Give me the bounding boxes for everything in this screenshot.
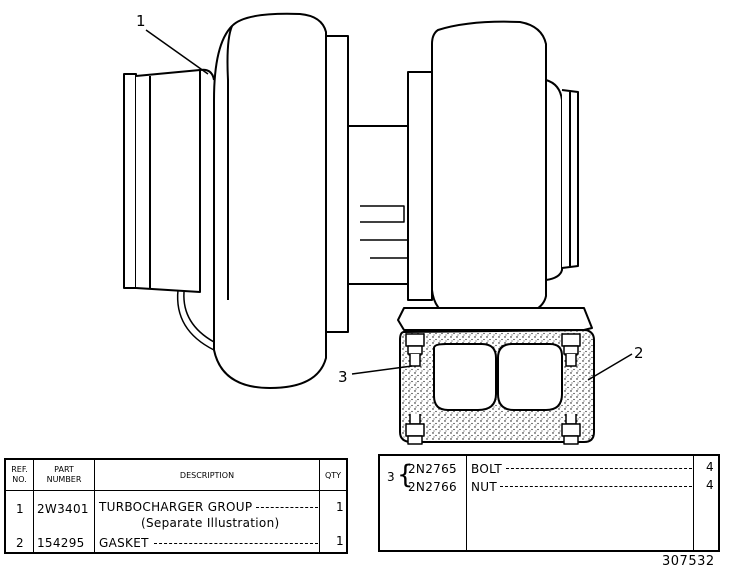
callout-1: 1	[136, 12, 146, 30]
compressor-housing	[176, 12, 327, 389]
header-description: DESCRIPTION	[179, 471, 235, 480]
header-ref-no: REF. NO.	[11, 465, 28, 484]
bolt-bottom-left	[405, 414, 425, 445]
exhaust-flange	[397, 307, 593, 331]
parts-table-right: 3 { 2N2765 BOLT 4 2N2766 NUT 4	[378, 454, 720, 552]
callout-3: 3	[338, 368, 348, 386]
nut-part: 2N2766	[408, 480, 457, 494]
center-flange	[325, 35, 349, 333]
bolt-top-left	[405, 333, 425, 367]
row-1-desc-note: (Separate Illustration)	[141, 516, 280, 530]
figure-number: 307532	[662, 554, 715, 569]
row-1-part: 2W3401	[37, 502, 89, 516]
header-qty: QTY	[324, 471, 342, 480]
group-brace: {	[397, 460, 414, 490]
row-1-desc: TURBOCHARGER GROUP	[99, 500, 253, 514]
compressor-inlet	[123, 69, 201, 293]
bolt-top-right	[561, 333, 581, 367]
callout-2: 2	[634, 344, 644, 362]
leader-3	[351, 365, 413, 375]
bolt-desc: BOLT	[471, 462, 503, 476]
header-part-number: PART NUMBER	[46, 465, 82, 484]
group-ref: 3	[387, 470, 395, 484]
bolt-part: 2N2765	[408, 462, 457, 476]
parts-table-left: REF. NO. PART NUMBER DESCRIPTION QTY 1 2…	[4, 458, 348, 554]
row-1-qty: 1	[336, 500, 344, 514]
row-2-ref: 2	[16, 536, 24, 550]
leader-2	[587, 353, 633, 381]
bolt-bottom-right	[561, 414, 581, 445]
nut-desc: NUT	[471, 480, 497, 494]
center-housing	[347, 71, 433, 301]
row-2-qty: 1	[336, 534, 344, 548]
turbine-housing	[431, 20, 579, 319]
row-2-desc: GASKET	[99, 536, 149, 550]
nut-qty: 4	[706, 478, 714, 492]
bolt-qty: 4	[706, 460, 714, 474]
gasket-plate	[399, 329, 595, 443]
leader-1	[145, 29, 209, 75]
row-2-part: 154295	[37, 536, 85, 550]
row-1-ref: 1	[16, 502, 24, 516]
